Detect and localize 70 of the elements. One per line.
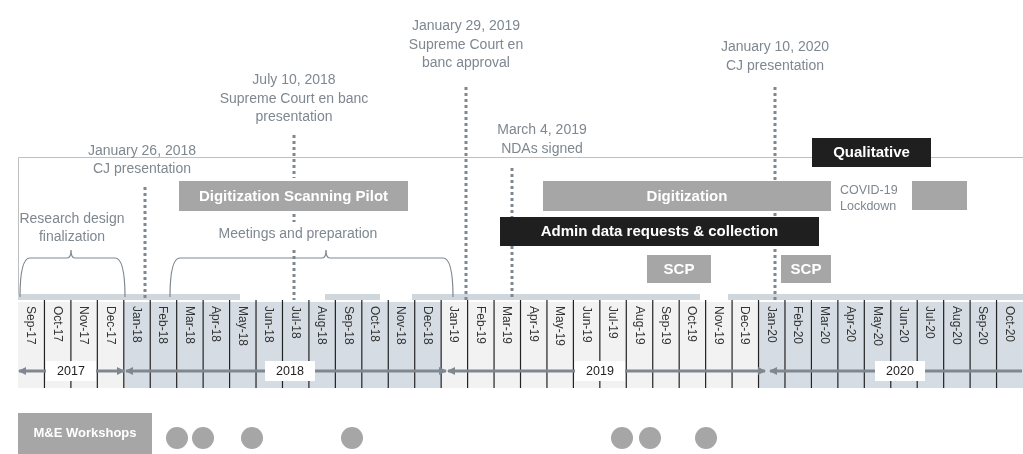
event-dot xyxy=(166,427,188,449)
month-label: May-19 xyxy=(553,306,568,348)
month-label: Apr-18 xyxy=(209,306,224,345)
side-note: COVID-19 Lockdown xyxy=(840,182,899,214)
month-label: Oct-18 xyxy=(368,306,383,344)
month-label: Mar-19 xyxy=(500,306,515,346)
milestone-note: CJ presentation xyxy=(91,159,193,177)
year-label: 2017 xyxy=(46,361,96,381)
event-dot xyxy=(241,427,263,449)
activity-bar: Qualitative xyxy=(812,138,931,167)
month-label: Aug-19 xyxy=(632,306,647,347)
month-label: Jul-20 xyxy=(923,306,938,341)
activity-bar: Admin data requests & collection xyxy=(500,217,819,246)
month-label: Oct-20 xyxy=(1002,306,1017,344)
month-label: Apr-20 xyxy=(844,306,859,345)
month-label: Sep-20 xyxy=(976,306,991,347)
month-label: Oct-19 xyxy=(685,306,700,344)
phase-label: Meetings and preparation xyxy=(217,224,379,242)
activity-bar: Digitization Scanning Pilot xyxy=(179,181,408,211)
month-label: Jan-18 xyxy=(130,306,144,345)
month-label: Nov-17 xyxy=(77,306,92,347)
month-label: Feb-18 xyxy=(156,306,171,347)
milestone-date: January 10, 2020 xyxy=(719,37,831,55)
event-dot xyxy=(639,427,661,449)
milestone-date: July 10, 2018 xyxy=(251,70,337,88)
month-label: Feb-19 xyxy=(473,306,488,347)
month-label: Sep-18 xyxy=(341,306,356,347)
activity-bar: Digitization xyxy=(543,181,831,211)
month-label: Jun-18 xyxy=(262,306,277,345)
month-label: Jan-19 xyxy=(447,306,462,345)
month-label: Jun-20 xyxy=(897,306,911,345)
milestone-date: January 26, 2018 xyxy=(86,141,198,159)
month-label: Aug-20 xyxy=(949,306,964,347)
month-label: Jul-18 xyxy=(288,306,303,341)
activity-bar: SCP xyxy=(781,255,831,283)
milestone-note: NDAs signed xyxy=(500,139,584,157)
year-label: 2019 xyxy=(575,361,625,381)
month-label: Aug-18 xyxy=(315,306,330,347)
month-label: Mar-18 xyxy=(182,306,197,346)
activity-bar: SCP xyxy=(647,255,711,283)
month-label: Jun-19 xyxy=(579,306,594,345)
milestone-date: January 29, 2019 xyxy=(410,16,522,34)
phase-label: Research design finalization xyxy=(18,209,126,245)
milestone-note: Supreme Court en banc approval xyxy=(407,35,525,71)
month-label: Feb-20 xyxy=(791,306,806,347)
event-dot xyxy=(192,427,214,449)
event-dot xyxy=(695,427,717,449)
lockdown-bar xyxy=(912,181,967,210)
milestone-note: CJ presentation xyxy=(724,56,826,74)
month-label: Jul-19 xyxy=(606,306,621,341)
milestone-note: Supreme Court en banc presentation xyxy=(218,89,370,125)
month-label: Dec-18 xyxy=(420,306,435,347)
month-label: Dec-17 xyxy=(103,306,118,347)
month-label: Sep-17 xyxy=(24,306,39,347)
month-label: Sep-19 xyxy=(658,306,673,347)
month-label: Oct-17 xyxy=(50,306,65,344)
month-label: Apr-19 xyxy=(526,306,541,345)
month-label: Mar-20 xyxy=(817,306,832,346)
row-header: M&E Workshops xyxy=(18,413,152,454)
month-label: Jan-20 xyxy=(764,306,779,345)
month-label: Dec-19 xyxy=(738,306,753,347)
month-label: May-20 xyxy=(870,306,885,348)
event-dot xyxy=(611,427,633,449)
milestone-date: March 4, 2019 xyxy=(496,120,588,138)
event-dot xyxy=(341,427,363,449)
month-label: May-18 xyxy=(235,306,250,348)
month-label: Nov-18 xyxy=(394,306,409,347)
year-label: 2018 xyxy=(265,361,315,381)
month-label: Nov-19 xyxy=(711,306,726,347)
year-label: 2020 xyxy=(875,361,925,381)
